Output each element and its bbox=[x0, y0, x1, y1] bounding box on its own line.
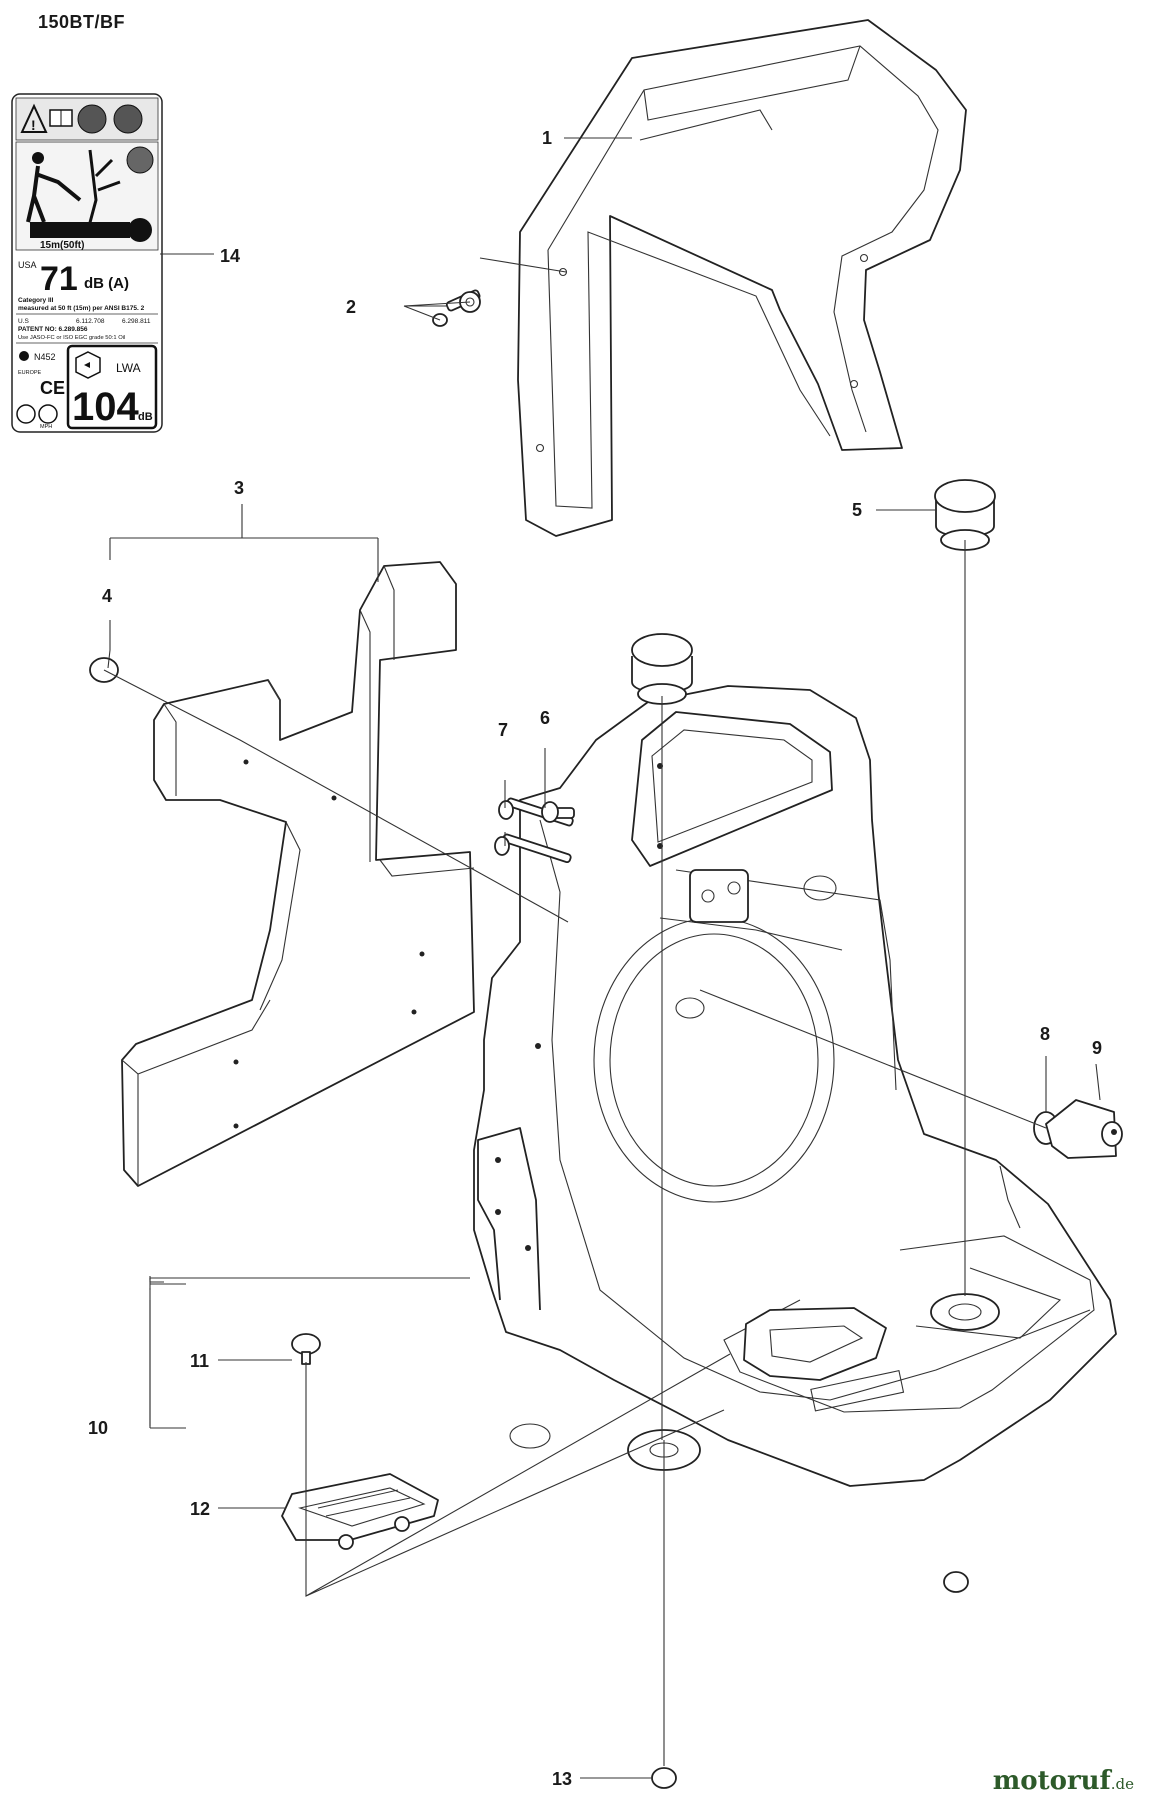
callout-13: 13 bbox=[552, 1769, 572, 1789]
pct-mark-icon bbox=[38, 404, 58, 424]
pictogram-row-icons: ! bbox=[15, 97, 159, 141]
us-label: U.S bbox=[18, 318, 30, 325]
callout-numbers: 1 2 3 4 5 6 7 8 9 10 11 12 13 14 bbox=[88, 128, 1102, 1789]
watermark-logo: motoruf.de bbox=[993, 1766, 1134, 1796]
measured-label: measured at 50 ft (15m) per ANSI B175. 2 bbox=[18, 305, 145, 312]
callout-12: 12 bbox=[190, 1499, 210, 1519]
callout-9: 9 bbox=[1092, 1038, 1102, 1058]
ce-mark: CE bbox=[40, 378, 65, 398]
callout-5: 5 bbox=[852, 500, 862, 520]
n-code-icon bbox=[19, 351, 29, 361]
model-title: 150BT/BF bbox=[38, 12, 126, 32]
callout-14: 14 bbox=[220, 246, 240, 266]
oil-note: Use JASO-FC or ISO EGC grade 50:1 Oil bbox=[18, 335, 125, 341]
europe-label: EUROPE bbox=[18, 370, 42, 376]
screw-and-clip bbox=[432, 289, 481, 327]
noise-unit: dB (A) bbox=[84, 275, 129, 292]
patent-label: PATENT NO: 6.289.856 bbox=[18, 326, 88, 333]
callout-2: 2 bbox=[346, 297, 356, 317]
callout-3: 3 bbox=[234, 478, 244, 498]
callout-1: 1 bbox=[542, 128, 552, 148]
latch-rivet bbox=[291, 1333, 321, 1365]
distance-label: 15m(50ft) bbox=[40, 240, 84, 251]
patent-b: 6.298.811 bbox=[122, 318, 151, 325]
callout-10: 10 bbox=[88, 1418, 108, 1438]
lwa-label: LWA bbox=[116, 361, 141, 375]
warning-decal: ! 15m(50ft) USA 71 dB (A) Category III m… bbox=[11, 93, 163, 433]
mph-label: MPH bbox=[40, 424, 52, 430]
callout-8: 8 bbox=[1040, 1024, 1050, 1044]
back-pad bbox=[121, 561, 475, 1187]
callout-4: 4 bbox=[102, 586, 112, 606]
callout-11: 11 bbox=[190, 1351, 209, 1371]
watermark-suffix: .de bbox=[1110, 1775, 1134, 1793]
watermark-brand: motoruf bbox=[992, 1766, 1111, 1796]
lwa-value: 104 bbox=[72, 385, 139, 429]
rubber-plug bbox=[934, 479, 996, 551]
rubber-plug-upper bbox=[631, 633, 693, 705]
patent-a: 6.112.708 bbox=[76, 318, 105, 325]
cert-mark-icon bbox=[16, 404, 36, 424]
callout-6: 6 bbox=[540, 708, 550, 728]
decal-region: USA bbox=[18, 260, 37, 270]
rubber-foot bbox=[651, 1571, 969, 1789]
harness-frame bbox=[517, 19, 967, 537]
adjustment-knob bbox=[1033, 1099, 1123, 1159]
latch-plate bbox=[281, 1473, 439, 1550]
callout-7: 7 bbox=[498, 720, 508, 740]
n-code: N452 bbox=[34, 352, 56, 362]
category-label: Category III bbox=[18, 297, 54, 304]
lwa-unit: dB bbox=[138, 411, 153, 423]
leader-lines bbox=[103, 137, 1101, 1779]
operator-pictogram-icon: 15m(50ft) bbox=[15, 141, 159, 251]
sound-power-icon bbox=[75, 351, 101, 379]
backplate-frame bbox=[473, 685, 1117, 1487]
mounting-bolts bbox=[494, 797, 575, 864]
svg-text:!: ! bbox=[31, 117, 36, 133]
noise-value: 71 bbox=[40, 260, 78, 298]
